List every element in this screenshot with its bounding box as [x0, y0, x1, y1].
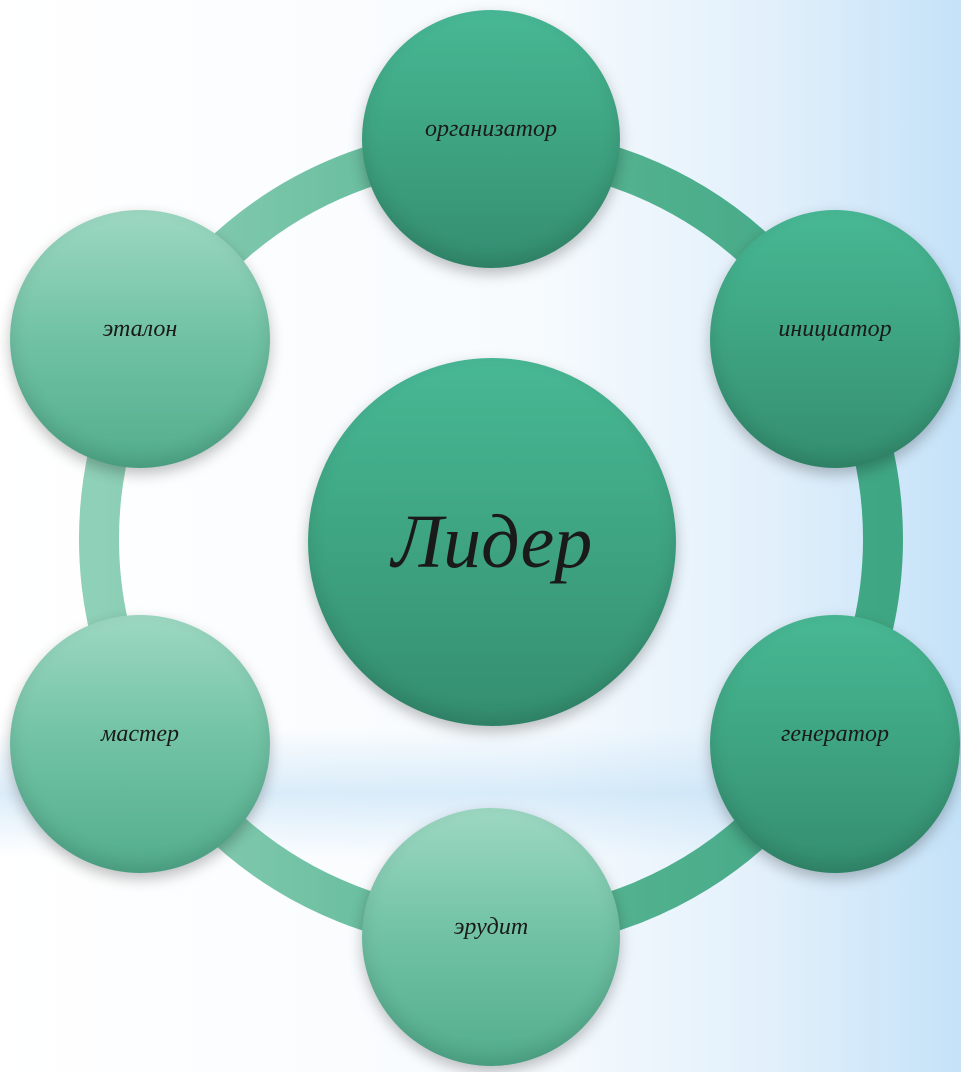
center-node-leader: Лидер [308, 358, 676, 726]
node-etalon: эталон [10, 210, 270, 468]
node-label: мастер [101, 720, 179, 747]
node-label: организатор [425, 115, 557, 142]
node-organizer: организатор [362, 10, 620, 268]
node-initiator: инициатор [710, 210, 960, 468]
node-label: генератор [781, 720, 889, 747]
node-label: эталон [102, 315, 178, 342]
node-erudite: эрудит [362, 808, 620, 1066]
center-label: Лидер [391, 499, 593, 584]
node-label: инициатор [778, 315, 892, 342]
node-label: эрудит [453, 913, 529, 940]
node-generator: генератор [710, 615, 960, 873]
node-master: мастер [10, 615, 270, 873]
